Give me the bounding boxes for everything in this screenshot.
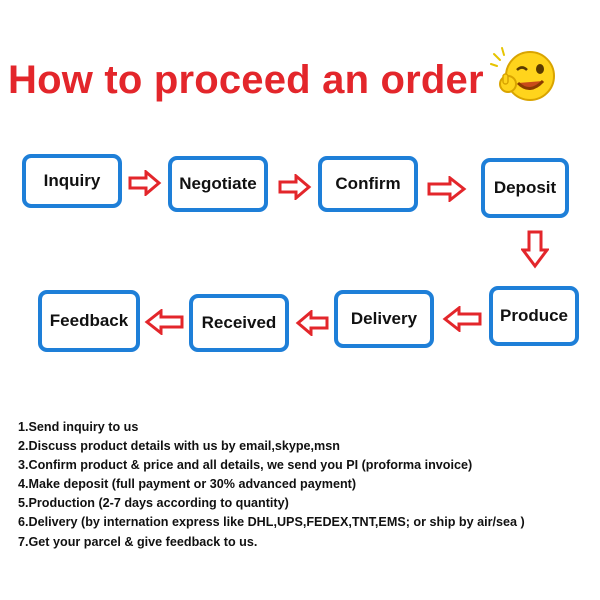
step-inquiry: Inquiry <box>22 154 122 208</box>
instruction-item: 3.Confirm product & price and all detail… <box>18 458 473 473</box>
arrow-left-icon <box>144 309 184 335</box>
instruction-item: 4.Make deposit (full payment or 30% adva… <box>18 477 357 492</box>
arrow-left-icon <box>295 310 329 336</box>
arrow-down-icon <box>521 230 549 269</box>
instruction-item: 6.Delivery (by internation express like … <box>18 515 525 530</box>
winking-smiley-icon <box>490 47 555 101</box>
instruction-item: 1.Send inquiry to us <box>18 420 139 434</box>
step-confirm: Confirm <box>318 156 418 212</box>
arrow-left-icon <box>442 306 482 332</box>
page-title: How to proceed an order <box>8 58 484 102</box>
instruction-item: 2.Discuss product details with us by ema… <box>18 439 340 454</box>
step-received: Received <box>189 294 289 352</box>
step-feedback: Feedback <box>38 290 140 352</box>
step-produce: Produce <box>489 286 579 346</box>
instruction-item: 5.Production (2-7 days according to quan… <box>18 496 289 511</box>
step-negotiate: Negotiate <box>168 156 268 212</box>
arrow-right-icon <box>128 170 162 196</box>
arrow-right-icon <box>278 174 312 200</box>
order-instructions: 1.Send inquiry to us 2.Discuss product d… <box>18 418 598 552</box>
step-delivery: Delivery <box>334 290 434 348</box>
arrow-right-icon <box>427 176 467 202</box>
instruction-item: 7.Get your parcel & give feedback to us. <box>18 534 258 549</box>
step-deposit: Deposit <box>481 158 569 218</box>
